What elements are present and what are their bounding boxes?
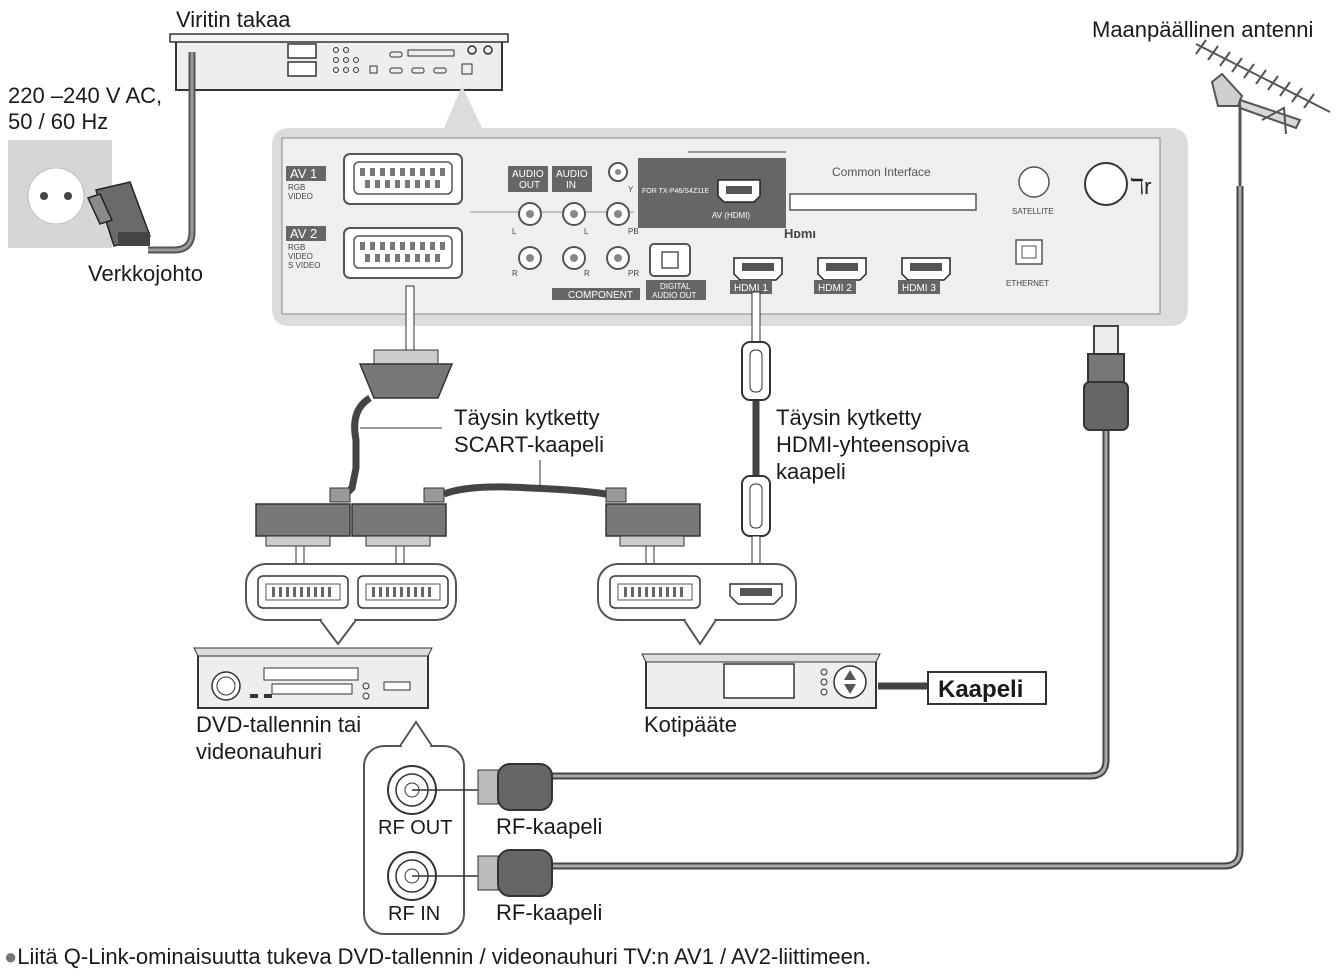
ethernet-label: ETHERNET: [1006, 279, 1049, 288]
bullet-icon: ●: [4, 944, 18, 969]
tuner-back-label: Viritin takaa: [176, 7, 291, 32]
satellite-socket[interactable]: [1018, 166, 1050, 198]
rf-plug-out: [477, 763, 553, 811]
power-spec-line2: 50 / 60 Hz: [8, 109, 108, 134]
recorder-label-2: videonauhuri: [196, 739, 322, 764]
audio-in-badge: [552, 166, 592, 192]
svg-text:VIDEO: VIDEO: [288, 252, 313, 261]
recorder-sockets-callout: [245, 563, 457, 646]
svg-text:L: L: [512, 227, 517, 236]
hdmi-cable-label-1: Täysin kytketty: [776, 405, 921, 430]
svg-text:AUDIO: AUDIO: [512, 169, 544, 180]
stb-scart-plug: [605, 487, 701, 587]
svg-text:COMPONENT: COMPONENT: [568, 290, 633, 301]
av1-scart-socket[interactable]: [343, 153, 463, 205]
power-cord-label: Verkkojohto: [88, 261, 203, 286]
av2-label: AV 2: [290, 226, 317, 241]
av1-badge: [286, 166, 326, 181]
hdmi2-badge: [814, 280, 856, 294]
cable-input-box: [927, 671, 1047, 705]
stb-sockets-callout: [597, 563, 797, 646]
svg-text:RGB: RGB: [288, 183, 305, 192]
rf-plug-in: [477, 849, 553, 897]
hdmi-cable-label-3: kaapeli: [776, 459, 846, 484]
audio-out-badge: [508, 166, 548, 192]
hdmi2-socket[interactable]: [817, 257, 867, 281]
svg-text:AUDIO: AUDIO: [556, 169, 588, 180]
rf-out-label: RF OUT: [378, 817, 452, 839]
q-link-note: ●Liitä Q-Link-ominaisuutta tukeva DVD-ta…: [4, 944, 871, 970]
antenna-symbol-icon: ℸr: [1130, 174, 1152, 199]
svg-text:FOR TX-P46/S4Z11E: FOR TX-P46/S4Z11E: [642, 188, 709, 195]
recorder-scart-plug-2: [351, 487, 447, 587]
svg-text:PB: PB: [628, 227, 639, 236]
hdmi1-socket[interactable]: [733, 257, 783, 281]
svg-text:HDMI 1: HDMI 1: [734, 283, 768, 294]
scart-cable-label-2: SCART-kaapeli: [454, 432, 604, 457]
svg-text:AV (HDMI): AV (HDMI): [712, 211, 750, 220]
hdmi-logo: Hᴅmı: [784, 226, 816, 241]
hdmi-plug-top: [741, 291, 771, 401]
dvd-recorder-icon: [193, 647, 433, 709]
rf-cable-label-2: RF-kaapeli: [496, 900, 602, 925]
svg-text:L: L: [584, 227, 589, 236]
hdmi3-badge: [898, 280, 940, 294]
digital-audio-out-socket[interactable]: [649, 243, 691, 277]
common-interface-label: Common Interface: [832, 165, 931, 179]
cable-input-label: Kaapeli: [938, 676, 1023, 703]
svg-text:R: R: [512, 269, 518, 278]
av2-scart-cable: [337, 394, 372, 503]
rca-jacks[interactable]: [518, 162, 630, 270]
svg-text:RGB: RGB: [288, 243, 305, 252]
av2-scart-socket[interactable]: [343, 227, 463, 279]
wall-outlet: [8, 140, 112, 248]
scart-cable-label-1: Täysin kytketty: [454, 405, 599, 430]
av2-scart-plug: [358, 285, 454, 399]
hdmi3-socket[interactable]: [901, 257, 951, 281]
component-badge: [552, 288, 640, 300]
hdmi-cable-label-2: HDMI-yhteensopiva: [776, 432, 970, 457]
hdmi1-badge: [730, 280, 772, 294]
svg-text:R: R: [584, 269, 590, 278]
av-hdmi-socket[interactable]: [717, 179, 761, 203]
terrestrial-antenna-icon: [1195, 39, 1331, 186]
set-top-box-icon: [641, 653, 881, 709]
svg-text:S VIDEO: S VIDEO: [288, 261, 320, 270]
svg-text:HDMI 3: HDMI 3: [902, 283, 936, 294]
svg-text:IN: IN: [566, 180, 576, 191]
svg-text:DIGITAL: DIGITAL: [660, 282, 691, 291]
antenna-label: Maanpäällinen antenni: [1092, 17, 1313, 42]
av1-label: AV 1: [290, 166, 317, 181]
rf-cable-label-1: RF-kaapeli: [496, 814, 602, 839]
recorder-label-1: DVD-tallennin tai: [196, 712, 361, 737]
svg-text:HDMI 2: HDMI 2: [818, 283, 852, 294]
power-plug: [86, 181, 151, 247]
satellite-label: SATELLITE: [1012, 207, 1054, 216]
svg-text:VIDEO: VIDEO: [288, 192, 313, 201]
common-interface-slot[interactable]: [789, 193, 977, 211]
av-hdmi-block: [638, 158, 786, 228]
av2-badge: [286, 226, 326, 241]
q-link-note-text: Liitä Q-Link-ominaisuutta tukeva DVD-tal…: [17, 944, 872, 969]
rf-in-label: RF IN: [388, 903, 440, 925]
tuner-back-unit: [169, 33, 509, 91]
power-spec-line1: 220 –240 V AC,: [8, 83, 162, 108]
antenna-plug: [1083, 325, 1129, 431]
svg-text:PR: PR: [628, 269, 639, 278]
svg-text:OUT: OUT: [519, 180, 540, 191]
antenna-socket[interactable]: [1084, 162, 1128, 206]
stb-scart-cable: [442, 483, 607, 498]
svg-text:AUDIO OUT: AUDIO OUT: [652, 291, 697, 300]
digital-audio-badge: [646, 280, 706, 300]
ethernet-socket[interactable]: [1015, 239, 1043, 265]
svg-text:Y: Y: [628, 185, 634, 194]
set-top-box-label: Kotipääte: [644, 712, 737, 737]
